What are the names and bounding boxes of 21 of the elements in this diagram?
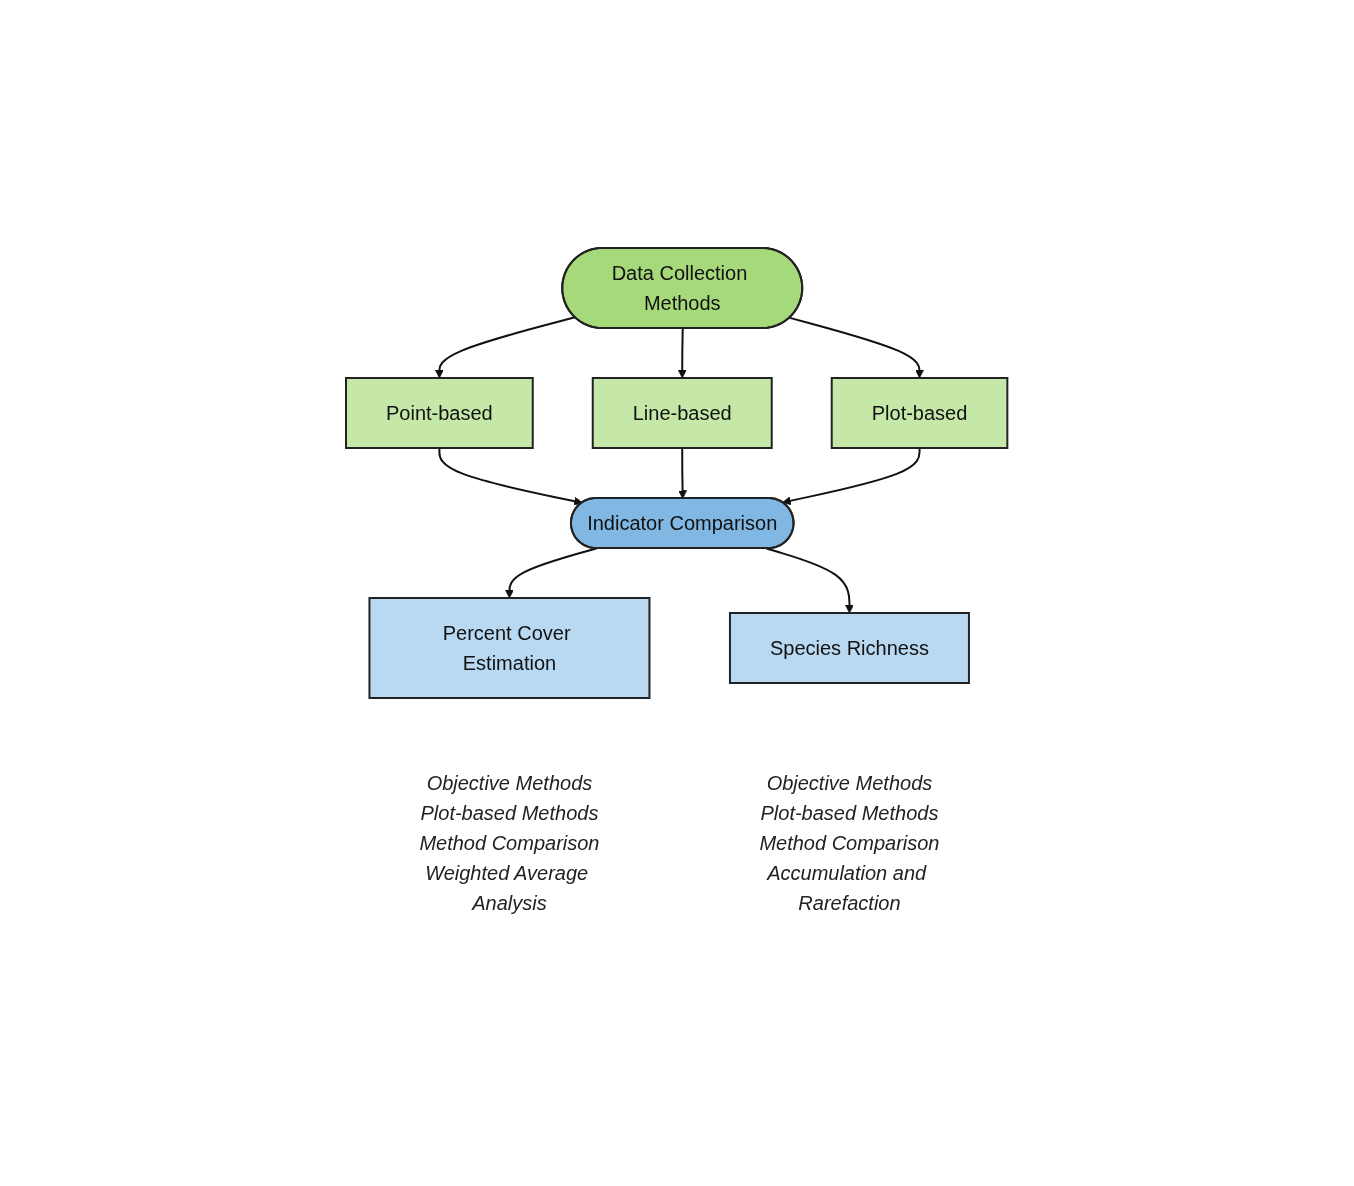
node-label: Objective Methods [426, 772, 593, 794]
node-label: Accumulation and Rarefaction [767, 862, 927, 914]
node-label: Plot-based Methods [420, 802, 599, 824]
node-box: Line-based [592, 377, 774, 449]
arrow [782, 447, 921, 506]
arrow [505, 547, 598, 599]
node-label: Plot-based Methods [760, 802, 939, 824]
node-box: Species Richness [729, 612, 971, 684]
node-box: Percent Cover Estimation [368, 597, 651, 699]
node-box: Point-based [345, 377, 535, 449]
arrow [678, 327, 687, 379]
node-label: Weighted Average Analysis [425, 862, 589, 914]
arrow [438, 447, 584, 506]
arrow [678, 447, 688, 499]
arrow [435, 316, 577, 379]
node-label: Method Comparison [759, 832, 940, 854]
arrow [789, 316, 925, 379]
node-label: Method Comparison [419, 832, 600, 854]
node-box: Plot-based [831, 377, 1009, 449]
node-label: Objective Methods [766, 772, 933, 794]
arrow [765, 547, 855, 614]
